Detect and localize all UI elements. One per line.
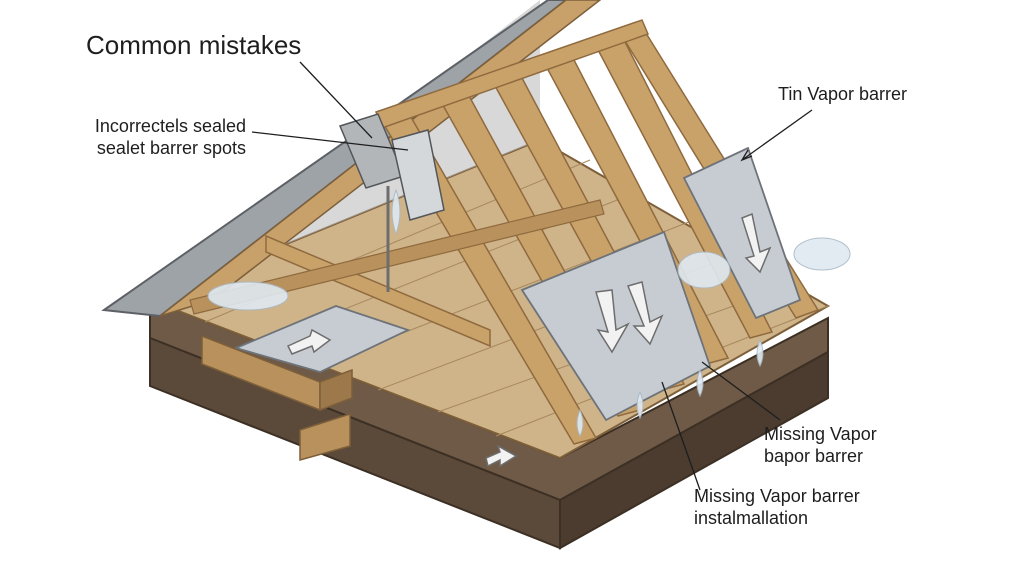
label-incorrect-sealed: Incorrectels sealed sealet barrer spots [36, 116, 246, 159]
leader-missing-vapor [701, 361, 781, 421]
label-missing-vapor: Missing Vapor bapor barrer [764, 424, 877, 467]
label-missing-install-line2: instalmallation [694, 507, 809, 528]
label-tin-vapor-barrier: Tin Vapor barrer [778, 84, 908, 104]
label-missing-installation: Missing Vapor barrer instalmallation [694, 486, 860, 529]
flow-arrows [286, 212, 772, 468]
label-missing-line2: bapor barrer [764, 445, 864, 466]
label-missing-line1: Missing Vapor [764, 424, 877, 444]
support-block [201, 334, 353, 461]
leader-common-mistakes [299, 61, 373, 139]
leader-tin-vapor [741, 109, 813, 161]
metal-bracket [338, 113, 445, 292]
label-incorrect-line1: Incorrectels sealed [94, 116, 246, 136]
label-missing-install-line1: Missing Vapor barrer [694, 486, 860, 506]
leader-incorrect-sealed [251, 131, 409, 151]
cross-beam [189, 199, 605, 348]
diagram-title: Common mistakes [86, 30, 302, 60]
leader-missing-install [661, 381, 701, 491]
leader-lines [251, 61, 813, 491]
label-incorrect-line2: sealet barrer spots [96, 137, 246, 158]
moisture-drips [207, 188, 851, 438]
